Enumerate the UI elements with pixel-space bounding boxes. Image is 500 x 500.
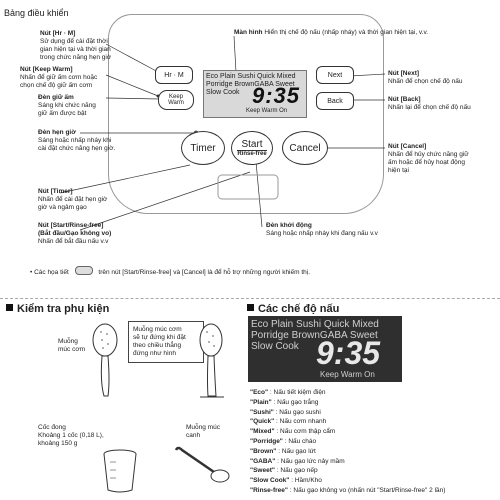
timer-button-callout: Nút [Timer] Nhấn để cài đặt hẹn giờ giờ … [38,188,108,211]
next-callout: Nút [Next] Nhấn để chọn chế độ nấu [388,70,463,85]
start-lamp-callout: Đèn khởi động Sáng hoặc nhấp nháy khi đa… [266,222,378,237]
rice-spoon-label: Muỗng múc cơm [58,338,86,353]
cooking-mode-item: "Plain" : Nấu gạo trắng [250,398,319,406]
accessibility-note: • Các họa tiết trên nút [Start/Rinse-fre… [30,266,310,277]
lcd-display: Eco Plain Sushi Quick Mixed Porridge Bro… [203,70,307,118]
measuring-cup-icon [103,449,137,493]
section-divider [0,298,500,300]
measuring-cup-label: Cốc đong Khoảng 1 cốc (0,18 L), khoảng 1… [38,424,104,447]
next-button[interactable]: Next [316,66,354,84]
cancel-button[interactable]: Cancel [282,131,328,165]
hrm-callout: Nút [Hr · M] Sử dụng để cài đặt thời gia… [40,30,112,61]
cooking-mode-item: "Mixed" : Nấu cơm thập cẩm [250,428,336,436]
section-title-control-panel: Bảng điều khiển [4,8,69,18]
start-button-callout: Nút [Start/Rinse-free] (Bắt đầu/Gạo khôn… [38,222,112,245]
cooking-mode-item: "Rinse-free" : Nấu gạo không vo (nhấn nú… [250,487,446,494]
cooking-mode-item: "Eco" : Nấu tiết kiệm điện [250,389,326,396]
tactile-pattern-icon [74,266,93,275]
soup-ladle-label: Muỗng múc canh [186,424,220,439]
keep-warm-callout: Nút [Keep Warm] Nhấn để giữ ấm cơm hoặc … [20,66,98,89]
start-rinse-free-button[interactable]: Start Rinse-free [231,131,273,165]
cooking-mode-item: "Slow Cook" : Hầm/Kho [250,477,322,485]
cancel-callout: Nút [Cancel] Nhấn để hủy chức năng giữ ấ… [388,143,469,174]
cooking-mode-item: "Brown" : Nấu gạo lứt [250,447,316,455]
cooking-mode-item: "Quick" : Nấu cơm nhanh [250,418,327,426]
cooking-mode-item: "Porridge" : Nấu cháo [250,438,317,445]
cooking-mode-item: "Sushi" : Nấu gạo sushi [250,408,321,416]
cooking-mode-display: Eco Plain Sushi Quick Mixed Porridge Bro… [248,316,402,382]
keep-warm-lamp-callout: Đèn giữ ấm Sáng khi chức năng giữ ấm đượ… [38,94,96,117]
hr-m-button[interactable]: Hr · M [155,66,193,84]
spoon-stand-note: Muỗng múc cơm sẽ tự đứng khi đặt theo ch… [128,321,204,363]
cooking-mode-item: "Sweet" : Nấu gạo nếp [250,467,318,475]
accessories-title: Kiểm tra phụ kiện [6,303,109,315]
cooking-modes-title: Các chế độ nấu [247,303,339,315]
back-callout: Nút [Back] Nhấn lại để chọn chế độ nấu [388,96,471,111]
timer-lamp-callout: Đèn hẹn giờ Sáng hoặc nhấp nháy khi cài … [38,129,116,152]
rice-spoon-icon [92,323,118,397]
keep-warm-button[interactable]: Keep Warm [158,90,194,110]
soup-ladle-icon [174,446,230,483]
display-callout: Màn hình Hiển thị chế độ nấu (nhấp nháy)… [234,29,429,36]
back-button[interactable]: Back [316,92,354,110]
standing-spoon-icon [199,323,224,398]
cooking-mode-item: "GABA" : Nấu gạo lức nảy mầm [250,457,345,465]
timer-button[interactable]: Timer [181,131,225,165]
